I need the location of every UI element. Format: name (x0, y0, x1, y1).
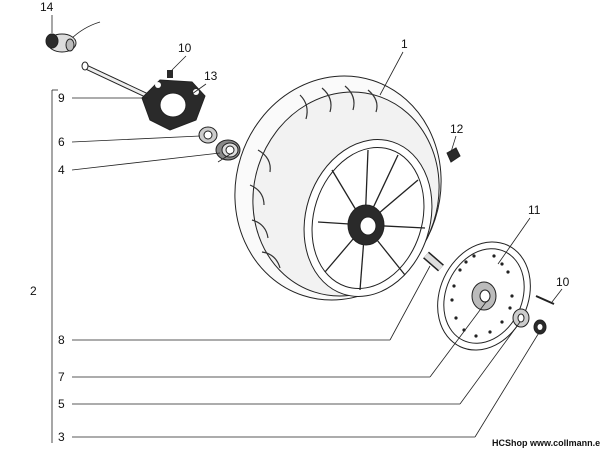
callout-13: 13 (204, 69, 218, 83)
callout-3: 3 (58, 430, 65, 444)
part-9-axle (81, 61, 152, 100)
leader-lines (51, 15, 563, 438)
callout-4: 4 (58, 163, 65, 177)
watermark: HCShop www.collmann.eu (492, 438, 600, 448)
part-11-brake-disc (437, 241, 531, 351)
callout-6: 6 (58, 135, 65, 149)
part-1-wheel (234, 75, 442, 301)
part-6-spacer (198, 126, 218, 144)
part-3-nut (533, 319, 547, 335)
callout-1: 1 (401, 37, 408, 51)
callout-11: 11 (528, 203, 541, 217)
part-10-screw-right (535, 295, 555, 305)
part-14-speedo-drive (45, 21, 101, 53)
part-13-bracket (141, 79, 206, 131)
callout-9: 9 (58, 91, 65, 105)
callout-14: 14 (40, 0, 54, 14)
callout-10-top: 10 (178, 41, 192, 55)
callout-2: 2 (30, 284, 37, 298)
part-5-washer (512, 308, 530, 328)
part-12-valve (446, 147, 461, 163)
callout-10-right: 10 (556, 275, 570, 289)
callout-12: 12 (450, 122, 464, 136)
callout-7: 7 (58, 370, 65, 384)
part-10-screw-top (167, 70, 173, 78)
callout-8: 8 (58, 333, 65, 347)
part-4-bearing (215, 139, 241, 161)
callout-5: 5 (58, 397, 65, 411)
bracket-2 (51, 89, 58, 443)
part-8-spacer-tube (423, 251, 444, 272)
